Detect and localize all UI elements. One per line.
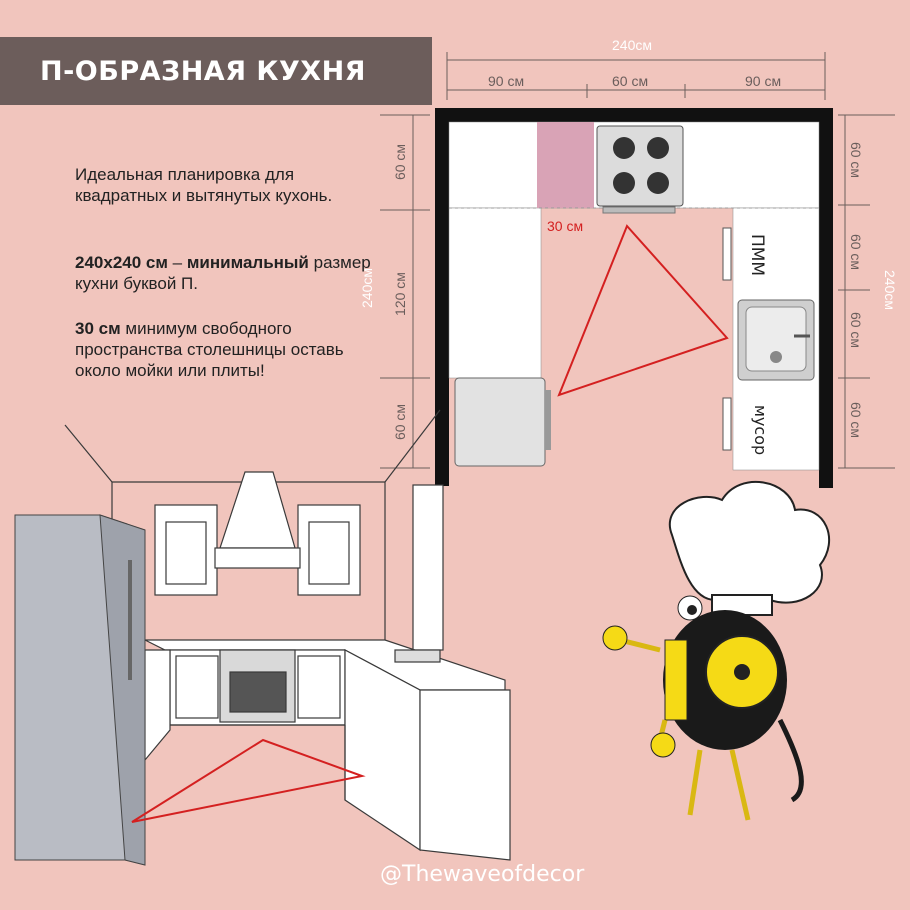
free-space-label: 30 см <box>547 218 583 234</box>
free-space-highlight <box>537 122 594 208</box>
dishwasher-label: ПММ <box>747 234 767 276</box>
left-total-label: 240см <box>359 268 375 308</box>
fridge-plan-icon <box>454 377 551 467</box>
cooktop-icon <box>596 125 684 214</box>
right-seg-1: 60 см <box>848 142 864 178</box>
top-seg-3: 90 см <box>745 73 781 89</box>
dash: – <box>167 253 187 272</box>
top-total-label: 240см <box>612 37 652 53</box>
page-title: П-ОБРАЗНАЯ КУХНЯ <box>0 37 432 105</box>
fridge-icon <box>14 514 146 866</box>
work-triangle-plan <box>557 224 729 397</box>
watermark: @Thewaveofdecor <box>380 862 585 887</box>
top-dimensions <box>446 52 826 100</box>
top-seg-1: 90 см <box>488 73 524 89</box>
description-paragraph-3: 30 см минимум свободного пространства ст… <box>75 318 375 381</box>
left-seg-1: 60 см <box>392 144 408 180</box>
min-size-text: размер кухни буквой П. <box>75 253 371 293</box>
left-seg-2: 120 см <box>392 272 408 316</box>
sink-icon <box>737 299 815 381</box>
left-dimensions <box>380 114 430 469</box>
right-seg-3: 60 см <box>848 312 864 348</box>
min-size-word: минимальный <box>186 253 309 272</box>
right-total-label: 240см <box>882 270 898 310</box>
kitchen-perspective <box>64 409 511 861</box>
top-seg-2: 60 см <box>612 73 648 89</box>
left-seg-3: 60 см <box>392 404 408 440</box>
free-space-value: 30 см <box>75 319 121 338</box>
right-dimensions <box>838 114 895 469</box>
min-size-value: 240x240 см <box>75 253 168 272</box>
tape-measure-mascot-icon <box>602 481 830 821</box>
free-space-text: минимум свободного пространства столешни… <box>75 319 344 380</box>
right-seg-2: 60 см <box>848 234 864 270</box>
dishwasher-icon <box>722 227 732 281</box>
right-seg-4: 60 см <box>848 402 864 438</box>
trash-bin-icon <box>722 397 732 451</box>
work-triangle-perspective <box>131 738 366 823</box>
trash-label: мусор <box>751 405 770 455</box>
description-paragraph-1: Идеальная планировка для квадратных и вы… <box>75 165 333 205</box>
plan-walls <box>435 108 833 488</box>
description-paragraph-2: 240x240 см – минимальный размер кухни бу… <box>75 252 375 294</box>
